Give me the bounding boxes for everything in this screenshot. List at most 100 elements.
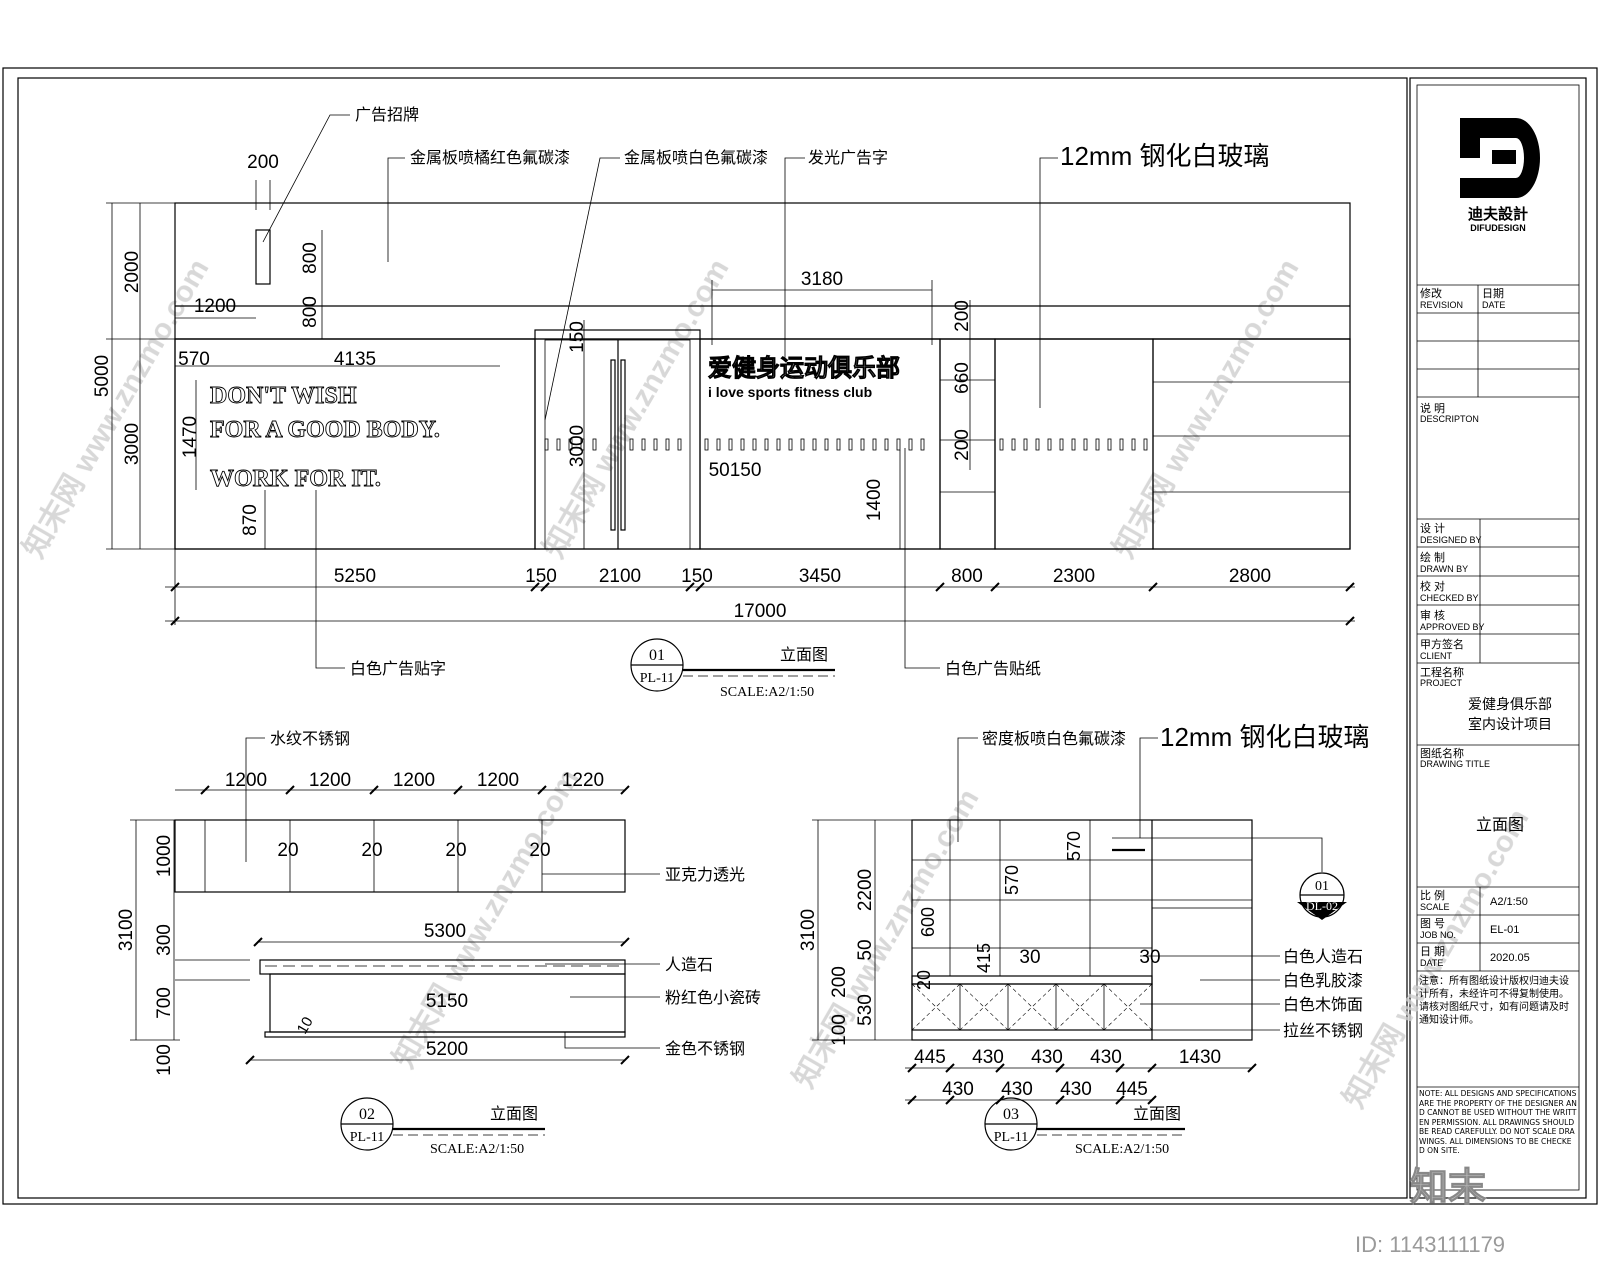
sticker-dash bbox=[716, 438, 721, 451]
dim-870: 870 bbox=[240, 504, 261, 536]
dim-tick bbox=[990, 582, 1000, 592]
svg-text:CLIENT: CLIENT bbox=[1420, 651, 1453, 661]
svg-text:570: 570 bbox=[1002, 865, 1022, 895]
sticker-dash bbox=[1143, 438, 1148, 451]
sticker-dash bbox=[556, 438, 561, 451]
dim-tick bbox=[1115, 1063, 1125, 1073]
svg-text:密度板喷白色氟碳漆: 密度板喷白色氟碳漆 bbox=[982, 730, 1126, 748]
svg-text:600: 600 bbox=[918, 907, 938, 937]
svg-text:30: 30 bbox=[1139, 947, 1160, 968]
dim-tick bbox=[945, 1095, 955, 1105]
sticker-dash bbox=[872, 438, 877, 451]
dim-tick bbox=[1345, 616, 1355, 626]
dim-tick bbox=[1147, 1095, 1157, 1105]
svg-text:430: 430 bbox=[942, 1079, 974, 1100]
svg-text:比 例: 比 例 bbox=[1420, 888, 1445, 902]
svg-text:白色乳胶漆: 白色乳胶漆 bbox=[1283, 972, 1363, 990]
note-cn: 注意：所有图纸设计版权归迪夫设计所有，未经许可不得复制使用。请核对图纸尺寸，如有… bbox=[1419, 976, 1569, 1026]
svg-text:02: 02 bbox=[359, 1106, 375, 1123]
svg-text:200: 200 bbox=[829, 966, 850, 998]
sticker-dash bbox=[1047, 438, 1052, 451]
dim-660: 660 bbox=[952, 362, 973, 394]
svg-text:人造石: 人造石 bbox=[665, 956, 713, 974]
svg-text:1200: 1200 bbox=[477, 770, 519, 791]
dim-tick bbox=[170, 616, 180, 626]
svg-text:1430: 1430 bbox=[1179, 1047, 1221, 1068]
dim-tick bbox=[530, 582, 540, 592]
sticker-dash bbox=[1071, 438, 1076, 451]
svg-text:2200: 2200 bbox=[855, 869, 876, 911]
dim-tick bbox=[907, 1063, 917, 1073]
svg-text:570: 570 bbox=[1064, 831, 1084, 861]
door-handle bbox=[610, 359, 616, 531]
dim-1200: 1200 bbox=[194, 296, 236, 317]
svg-text:粉红色小瓷砖: 粉红色小瓷砖 bbox=[665, 989, 761, 1007]
label-white-letters: 白色广告贴字 bbox=[350, 660, 446, 678]
dim-tick bbox=[995, 1063, 1005, 1073]
dim-3000: 3000 bbox=[122, 423, 143, 465]
svg-text:甲方签名: 甲方签名 bbox=[1420, 637, 1464, 651]
sticker-dash bbox=[665, 438, 670, 451]
dim-tick bbox=[170, 582, 180, 592]
sticker-dash bbox=[1095, 438, 1100, 451]
dim-tick bbox=[453, 785, 463, 795]
dim-tick bbox=[1055, 1095, 1065, 1105]
slogan-line-2: FOR A GOOD BODY. bbox=[210, 417, 440, 443]
svg-text:DATE: DATE bbox=[1420, 958, 1443, 968]
sticker-dash bbox=[1131, 438, 1136, 451]
cabinet-doors bbox=[911, 983, 1153, 1031]
dim-tick bbox=[200, 785, 210, 795]
dim-2300: 2300 bbox=[1053, 566, 1095, 587]
svg-text:5200: 5200 bbox=[426, 1039, 468, 1060]
svg-text:立面图: 立面图 bbox=[1133, 1105, 1181, 1123]
project-name: 室内设计项目 bbox=[1468, 716, 1552, 732]
svg-text:DL-02: DL-02 bbox=[1306, 899, 1338, 913]
svg-text:3100: 3100 bbox=[798, 909, 819, 951]
sticker-dash bbox=[812, 438, 817, 451]
dim-tick bbox=[945, 1063, 955, 1073]
svg-text:PL-11: PL-11 bbox=[350, 1130, 384, 1145]
watermark-id: ID: 1143111179 bbox=[1355, 1232, 1505, 1257]
svg-text:415: 415 bbox=[974, 943, 994, 973]
sticker-dash bbox=[568, 438, 573, 451]
dim-tick bbox=[1147, 1063, 1157, 1073]
sticker-dash bbox=[999, 438, 1004, 451]
sticker-dash bbox=[800, 438, 805, 451]
dim-tick bbox=[369, 785, 379, 795]
dim-tick bbox=[1148, 582, 1158, 592]
svg-text:50: 50 bbox=[855, 939, 876, 960]
section-callout: 01 DL-02 bbox=[1112, 837, 1347, 920]
sticker-dash bbox=[544, 438, 549, 451]
dim-1470: 1470 bbox=[180, 416, 201, 458]
dim-tick bbox=[285, 785, 295, 795]
drawing-name: 立面图 bbox=[1476, 816, 1524, 834]
project-name: 爱健身俱乐部 bbox=[1468, 696, 1552, 712]
sticker-dash bbox=[860, 438, 865, 451]
svg-text:PROJECT: PROJECT bbox=[1420, 678, 1463, 688]
svg-text:修改: 修改 bbox=[1420, 286, 1442, 300]
svg-text:20: 20 bbox=[914, 970, 934, 990]
svg-text:设 计: 设 计 bbox=[1420, 522, 1445, 535]
svg-text:700: 700 bbox=[154, 987, 175, 1019]
svg-text:300: 300 bbox=[154, 924, 175, 956]
sticker-dash bbox=[1035, 438, 1040, 451]
svg-text:SCALE:A2/1:50: SCALE:A2/1:50 bbox=[1075, 1142, 1169, 1157]
svg-text:审 核: 审 核 bbox=[1420, 608, 1445, 622]
watermark-text: 知末网 www.znzmo.com bbox=[537, 253, 735, 563]
title-block: 迪夫設計 DIFUDESIGN 修改 REVISION 日期 DATE 说 明 … bbox=[1417, 118, 1579, 1155]
svg-text:30: 30 bbox=[1019, 947, 1040, 968]
svg-text:100: 100 bbox=[154, 1044, 175, 1076]
svg-text:430: 430 bbox=[972, 1047, 1004, 1068]
svg-text:白色木饰面: 白色木饰面 bbox=[1283, 996, 1363, 1014]
svg-text:100: 100 bbox=[829, 1014, 850, 1046]
svg-text:拉丝不锈钢: 拉丝不锈钢 bbox=[1283, 1022, 1363, 1040]
dim-150: 150 bbox=[681, 566, 713, 587]
svg-text:5150: 5150 bbox=[426, 991, 468, 1012]
dim-tick bbox=[537, 785, 547, 795]
sticker-dash bbox=[1107, 438, 1112, 451]
label-glow-text: 发光广告字 bbox=[808, 149, 888, 167]
svg-text:1220: 1220 bbox=[562, 770, 604, 791]
dim-tick bbox=[685, 582, 695, 592]
outer-border bbox=[2, 67, 1598, 1205]
sticker-dash bbox=[653, 438, 658, 451]
